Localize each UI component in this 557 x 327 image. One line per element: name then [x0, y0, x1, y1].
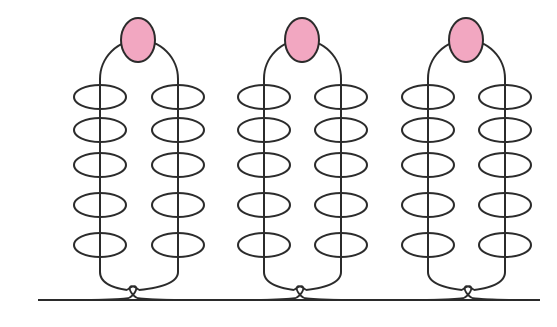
strand-2-loop-thread: [264, 40, 341, 272]
strand-3-right-leg: [474, 272, 505, 290]
strand-1-loop-thread: [100, 40, 178, 272]
strand-3-left-leg: [428, 272, 462, 290]
strand-3-top-bead: [449, 18, 483, 62]
strand-2-right-leg: [306, 272, 341, 290]
strand-1-left-leg: [100, 272, 127, 290]
strand-1-top-bead: [121, 18, 155, 62]
strand-3-loop-thread: [428, 40, 505, 272]
strand-2-top-bead: [285, 18, 319, 62]
strand-1-right-leg: [139, 272, 178, 290]
strand-2-left-leg: [264, 272, 294, 290]
